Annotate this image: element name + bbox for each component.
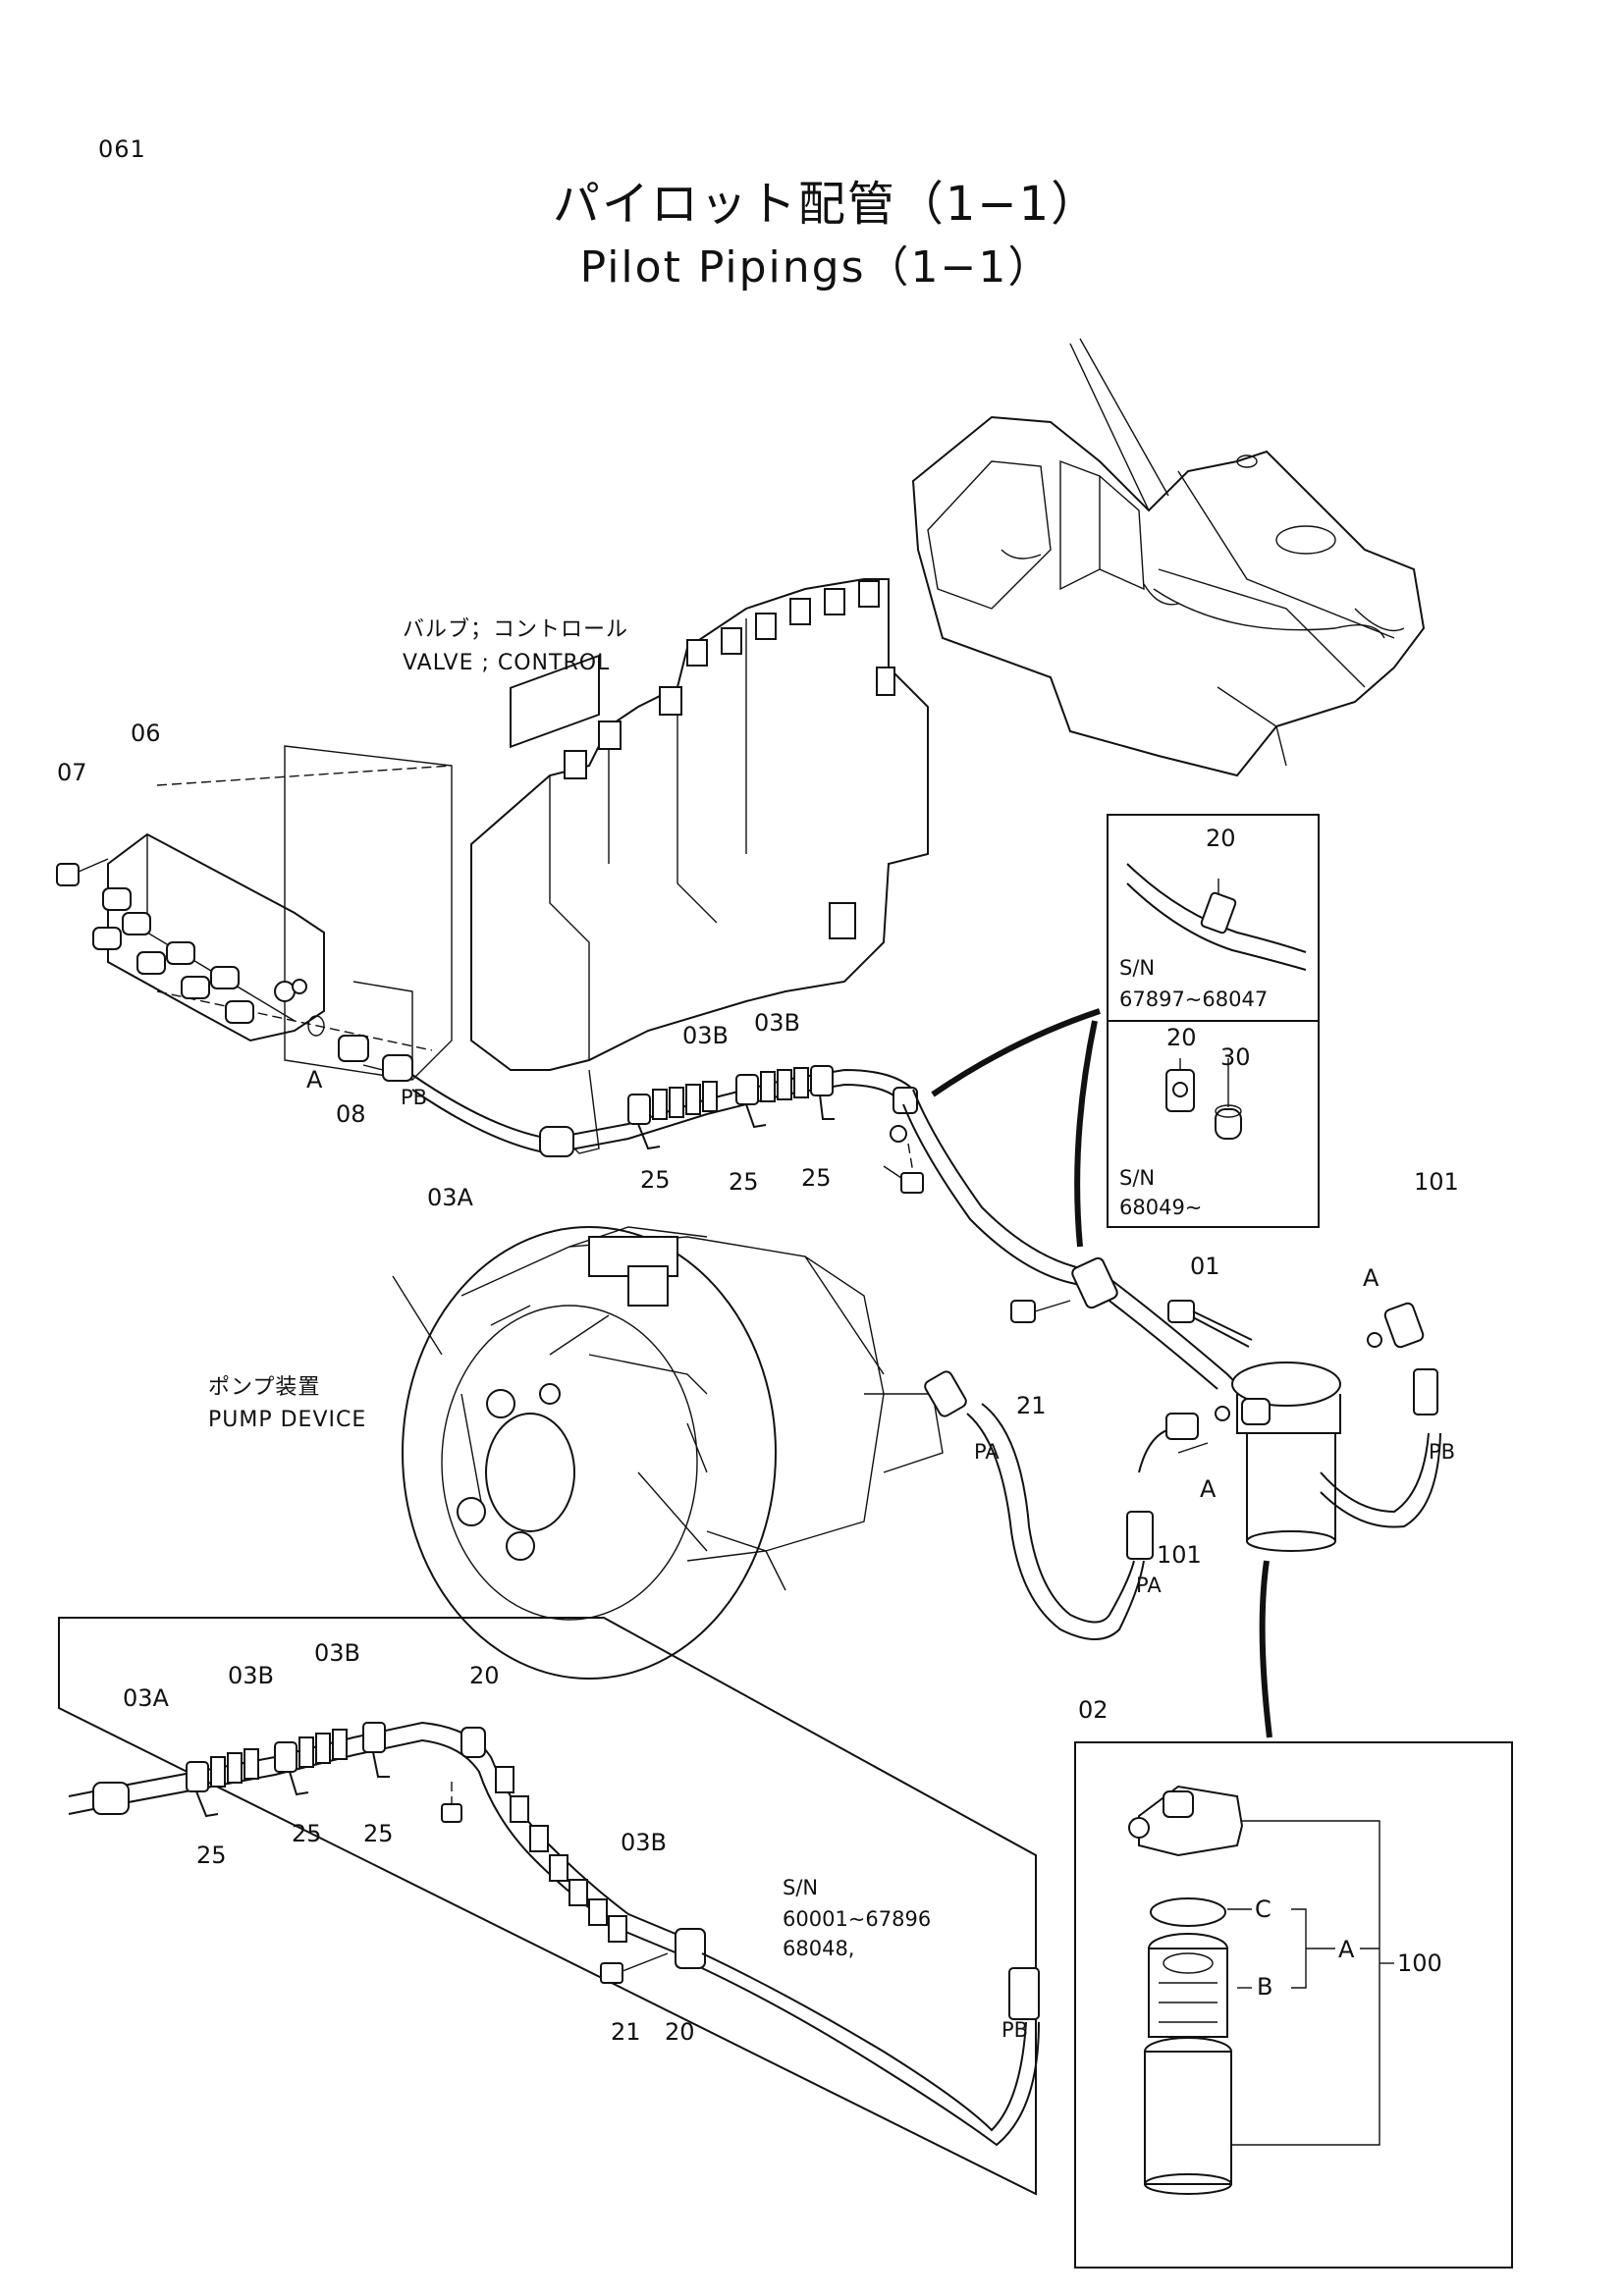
- detail-upper-sn-range: 67897∼68047: [1119, 988, 1268, 1011]
- inset-callout-pb: PB: [1001, 2018, 1028, 2042]
- callout-a-1: A: [306, 1066, 323, 1094]
- inset-callout-03a: 03A: [123, 1684, 170, 1712]
- inset-callout-25-3: 25: [363, 1820, 394, 1847]
- callout-03b-2: 03B: [754, 1009, 800, 1037]
- pilot-hose-upper: [411, 1065, 924, 1194]
- filter-callout-100: 100: [1397, 1949, 1442, 1977]
- callout-pb-2: PB: [1429, 1440, 1455, 1464]
- detail-lower-part-20: 20: [1166, 1024, 1197, 1051]
- inset-sn-extra: 68048,: [783, 1937, 854, 1960]
- callout-07: 07: [57, 759, 87, 786]
- page-number: 061: [98, 135, 146, 163]
- inset-sn-label: S/N: [783, 1876, 818, 1899]
- callout-06: 06: [131, 720, 161, 747]
- detail-upper-sn-label: S/N: [1119, 956, 1155, 980]
- fitting-08: [338, 1035, 413, 1082]
- filter-callout-c: C: [1255, 1896, 1271, 1923]
- inset-callout-25-2: 25: [292, 1820, 322, 1847]
- inset-panel: [58, 1617, 1040, 2196]
- inset-callout-03b-3: 03B: [621, 1829, 667, 1856]
- label-valve-control-en: VALVE ; CONTROL: [403, 651, 610, 675]
- filter-callout-b: B: [1257, 1973, 1272, 2001]
- leader-to-detail-upper: [931, 1008, 1101, 1097]
- detail-lower-part-30: 30: [1220, 1043, 1251, 1071]
- callout-a-3: A: [1200, 1475, 1217, 1503]
- callout-08: 08: [336, 1100, 366, 1128]
- callout-101-top: 101: [1414, 1168, 1459, 1196]
- callout-25-1: 25: [640, 1166, 671, 1194]
- callout-03a: 03A: [427, 1184, 474, 1211]
- label-pump-device-en: PUMP DEVICE: [208, 1408, 366, 1432]
- pilot-hose-02: [924, 1370, 1199, 1640]
- inset-callout-21: 21: [611, 2018, 641, 2046]
- detail-upper-part-20: 20: [1206, 825, 1236, 852]
- leader-to-detail-lower: [1074, 1020, 1098, 1248]
- filter-callout-a: A: [1338, 1936, 1355, 1963]
- detail-box: [1107, 814, 1320, 1228]
- filter-kit-box: [1074, 1741, 1513, 2269]
- inset-callout-03b-1: 03B: [228, 1662, 274, 1689]
- label-pump-device-jp: ポンプ装置: [208, 1375, 320, 1400]
- pilot-valve-block: [56, 832, 325, 1042]
- callout-pa-1: PA: [974, 1440, 1000, 1464]
- callout-03b-1: 03B: [682, 1022, 729, 1049]
- detail-lower-sn-range: 68049∼: [1119, 1196, 1202, 1219]
- label-valve-control-jp: バルブ；コントロール: [403, 617, 628, 642]
- page-title-english: Pilot Pipings（1−1）: [579, 242, 1054, 293]
- leader-to-filter-kit: [1259, 1560, 1272, 1738]
- pilot-filter: [1177, 1302, 1441, 1552]
- page-title-japanese: パイロット配管（1−1）: [552, 177, 1101, 232]
- pump-device-illustration: [392, 1226, 944, 1680]
- inset-sn-range: 60001∼67896: [783, 1907, 931, 1931]
- excavator-illustration: [911, 338, 1426, 777]
- control-valve-illustration: [470, 578, 929, 1154]
- inset-callout-03b-2: 03B: [314, 1639, 360, 1667]
- inset-callout-20-bot: 20: [665, 2018, 695, 2046]
- pilot-hose-lower: [902, 1089, 1253, 1405]
- inset-callout-20-top: 20: [469, 1662, 500, 1689]
- bolt-01: [1167, 1300, 1253, 1348]
- callout-101-bot: 101: [1157, 1541, 1202, 1569]
- callout-pb-1: PB: [401, 1086, 427, 1109]
- callout-01: 01: [1190, 1253, 1220, 1280]
- callout-25-3: 25: [801, 1164, 832, 1192]
- callout-a-2: A: [1363, 1264, 1380, 1292]
- callout-pa-2: PA: [1136, 1574, 1162, 1597]
- inset-callout-25-1: 25: [196, 1842, 227, 1869]
- detail-lower-sn-label: S/N: [1119, 1166, 1155, 1190]
- mounting-plate: [156, 745, 453, 1081]
- callout-21: 21: [1016, 1392, 1047, 1419]
- diagram-labels: バルブ；コントロール VALVE ; CONTROL ポンプ装置 PUMP DE…: [57, 617, 1459, 2046]
- callout-25-2: 25: [729, 1168, 759, 1196]
- callout-02: 02: [1078, 1696, 1109, 1724]
